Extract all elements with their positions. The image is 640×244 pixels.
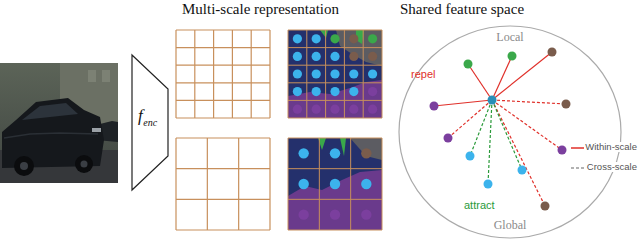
grid <box>176 138 270 230</box>
relation-label: attract <box>464 199 495 211</box>
encoder-symbol: f <box>138 107 143 126</box>
legend-text: Within-scale <box>584 142 638 152</box>
panel-title: Multi-scale representation <box>182 1 339 18</box>
feature-points <box>430 48 571 211</box>
panel-title: Shared feature space <box>400 1 524 18</box>
encoder-trapezoid: fenc <box>132 55 168 190</box>
scale-label: Global <box>494 219 527 232</box>
encoder-subscript: enc <box>143 117 157 128</box>
relation-label: repel <box>411 68 435 80</box>
feature-space-ellipse-outline <box>398 25 622 239</box>
legend-sample-dashed <box>571 167 586 169</box>
segmentation-map <box>288 138 382 230</box>
scale-label: Local <box>496 31 523 44</box>
street-photo <box>0 63 118 183</box>
feature-space-ellipse: Shared feature spaceLocalGlobal <box>398 25 622 239</box>
legend-sample-solid <box>571 147 584 149</box>
segmentation-map <box>288 30 382 118</box>
grid <box>176 30 270 118</box>
legend-text: Cross-scale <box>586 162 638 172</box>
